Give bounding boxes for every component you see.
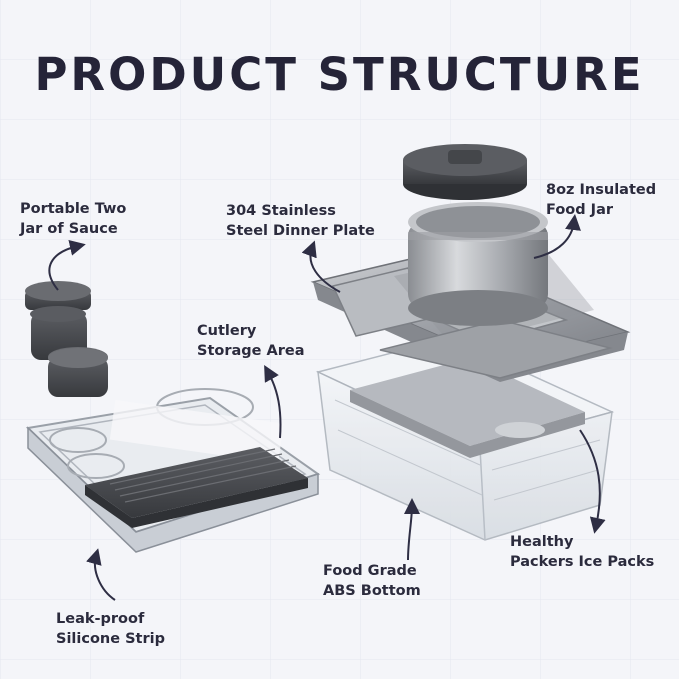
label-silicone-strip: Leak-proof Silicone Strip xyxy=(56,611,165,647)
label-dinner-plate: 304 Stainless Steel Dinner Plate xyxy=(226,203,375,239)
callout-arrows xyxy=(48,214,606,601)
abs-bottom-box xyxy=(315,337,615,541)
label-ice-packs: Healthy Packers Ice Packs xyxy=(510,534,655,570)
page-title: PRODUCT STRUCTURE xyxy=(34,48,645,101)
label-food-jar: 8oz Insulated Food Jar xyxy=(546,182,657,218)
sauce-jars xyxy=(25,281,108,397)
food-jar xyxy=(403,144,548,326)
label-abs-bottom: Food Grade ABS Bottom xyxy=(323,563,421,599)
label-cutlery: Cutlery Storage Area xyxy=(197,323,305,359)
clear-lid-tray xyxy=(25,388,321,553)
label-sauce-jar: Portable Two Jar of Sauce xyxy=(20,201,127,237)
